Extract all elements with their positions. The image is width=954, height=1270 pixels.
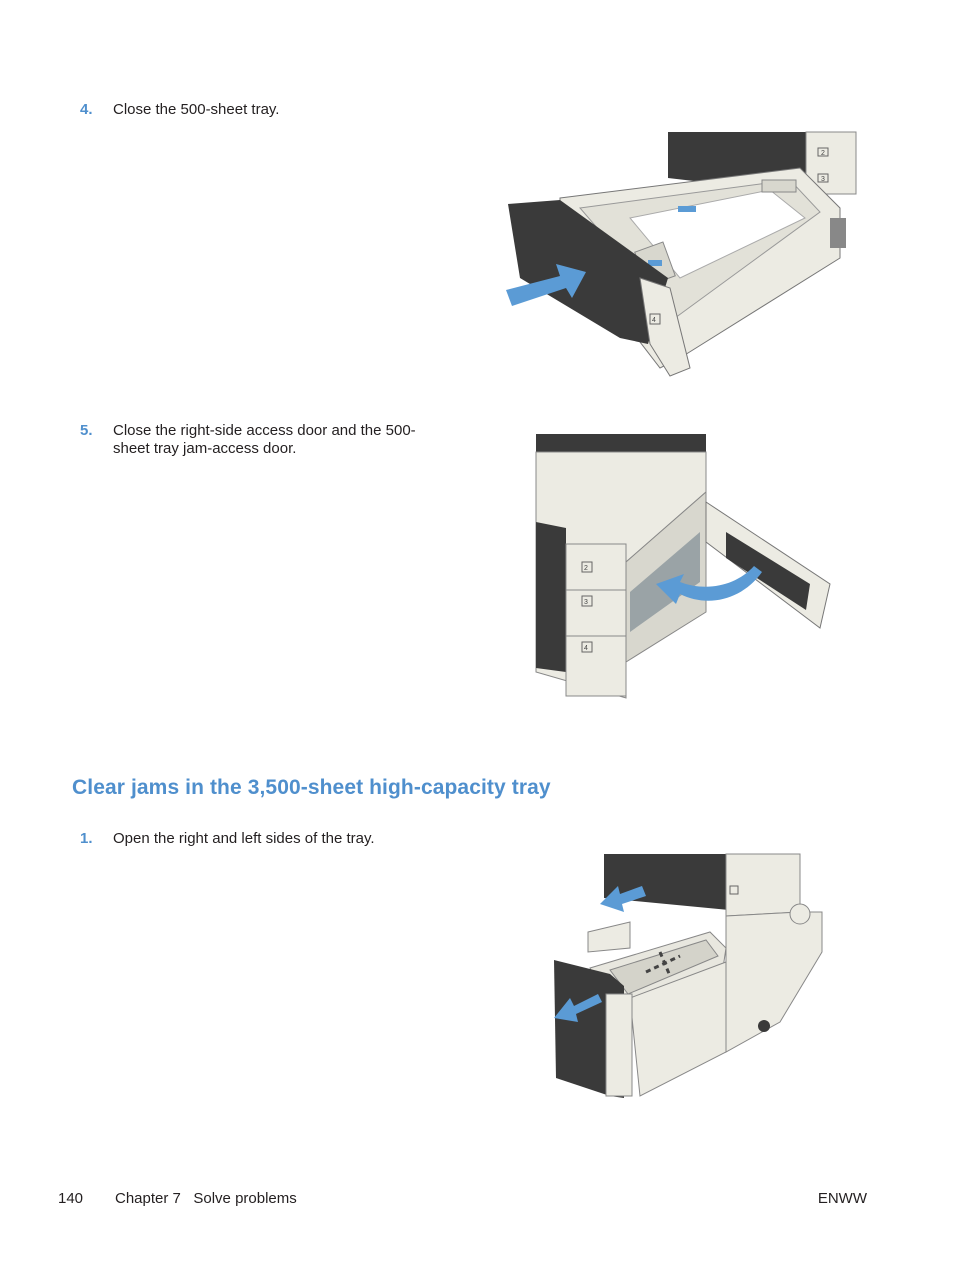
footer-chapter: Chapter 7 Solve problems (115, 1190, 297, 1207)
footer-locale: ENWW (817, 1190, 867, 1207)
tray-label: 4 (584, 645, 588, 652)
section-heading: Clear jams in the 3,500-sheet high-capac… (72, 776, 551, 799)
tray-label: 3 (821, 176, 825, 183)
footer-page-number: 140 (58, 1190, 84, 1207)
tray-label: 2 (821, 150, 825, 157)
tray-label: 4 (652, 317, 656, 324)
push-arrow-icon (506, 264, 586, 306)
step-text: Close the right-side access door and the… (113, 422, 416, 457)
curved-close-arrow-icon (656, 566, 762, 604)
step-number: 5. (80, 422, 93, 439)
tray-label: 3 (584, 599, 588, 606)
open-high-capacity-tray-illustration (554, 853, 823, 1098)
pull-arrow-icon (554, 994, 602, 1022)
step-number: 4. (80, 101, 93, 118)
step-text: Close the 500-sheet tray. (113, 101, 280, 118)
close-access-doors-illustration: 2 3 4 (535, 434, 831, 699)
step-number: 1. (80, 830, 93, 847)
tray-label: 2 (584, 565, 588, 572)
pull-arrow-icon (600, 886, 646, 912)
step-text: Open the right and left sides of the tra… (113, 830, 375, 847)
close-500-sheet-tray-illustration: 2 3 4 (506, 131, 857, 377)
